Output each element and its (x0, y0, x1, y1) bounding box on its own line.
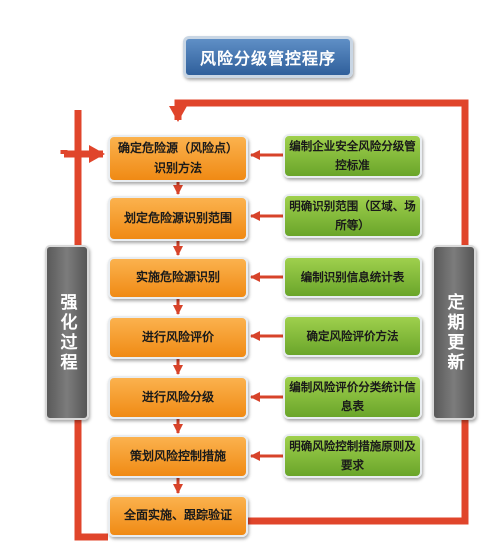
strengthen-process-label: 强化过程 (45, 245, 89, 420)
step-risk-grading: 进行风险分级 (108, 376, 248, 419)
support-assessment-method: 确定风险评价方法 (283, 315, 422, 357)
support-control-principles: 明确风险控制措施原则及要求 (283, 434, 422, 478)
step-identify-method: 确定危险源（风险点）识别方法 (108, 135, 248, 182)
support-scope-definition: 明确识别范围（区域、场所等） (283, 194, 422, 238)
step-risk-assessment: 进行风险评价 (108, 316, 248, 359)
step-implement-verify: 全面实施、跟踪验证 (108, 495, 248, 537)
diagram-title: 风险分级管控程序 (183, 36, 353, 78)
step-define-scope: 划定危险源识别范围 (108, 196, 248, 241)
right-loop-arrow (169, 99, 469, 525)
support-classification-table: 编制风险评价分类统计信息表 (283, 375, 422, 419)
step-implement-identification: 实施危险源识别 (108, 257, 248, 299)
periodic-update-label: 定期更新 (432, 245, 476, 420)
support-info-table: 编制识别信息统计表 (283, 256, 422, 298)
support-grading-standard: 编制企业安全风险分级管控标准 (283, 134, 422, 178)
support-arrows (250, 150, 283, 461)
step-plan-controls: 策划风险控制措施 (108, 435, 248, 478)
